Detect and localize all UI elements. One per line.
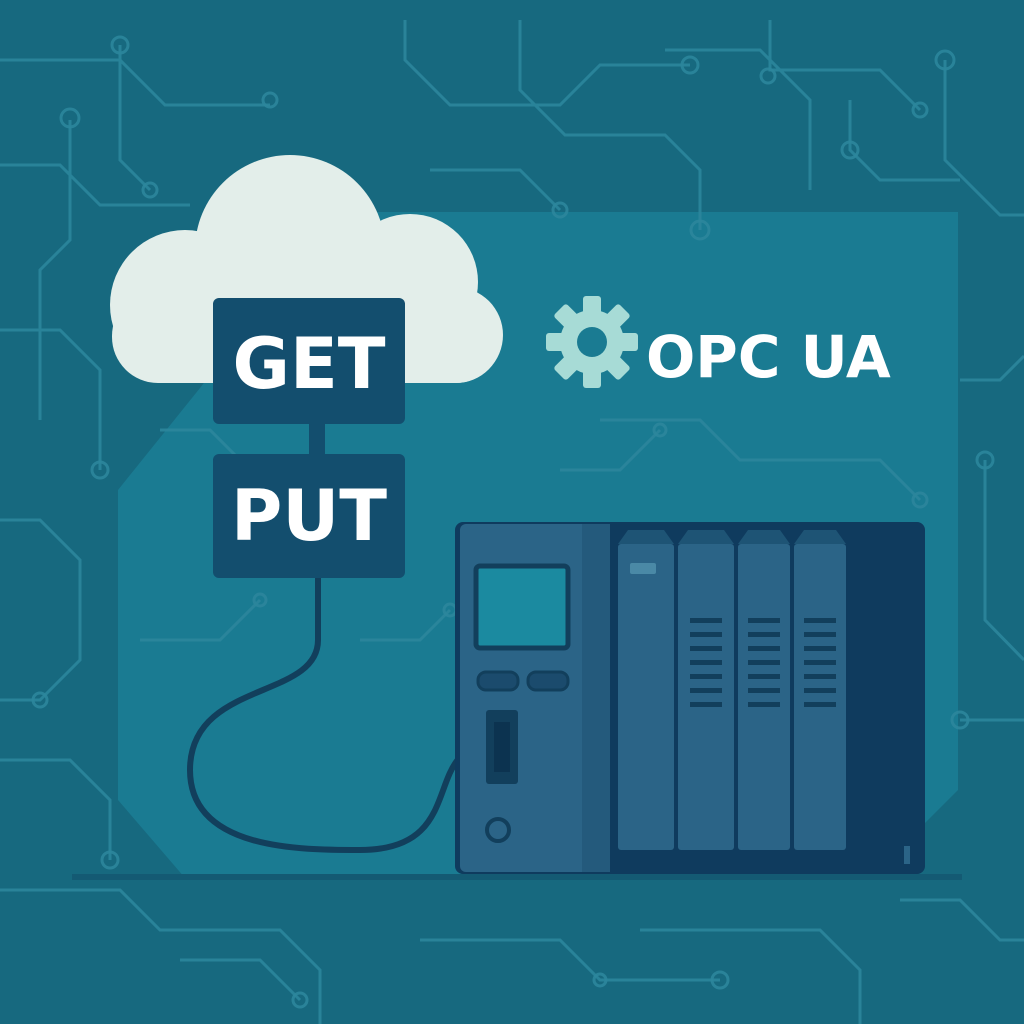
ground-line xyxy=(72,874,962,880)
plc-status-led xyxy=(485,817,511,843)
label-connector xyxy=(309,424,325,456)
plc-io-module xyxy=(678,544,734,850)
get-label-box xyxy=(213,298,405,424)
plc-vent-slots xyxy=(690,618,836,707)
plc-end-cap xyxy=(850,544,920,868)
opc-ua-title: OPC UA xyxy=(646,323,891,391)
plc-button-right xyxy=(526,670,570,692)
get-label: GET xyxy=(232,323,385,405)
plc-io-module xyxy=(794,544,846,850)
plc-io-module xyxy=(618,544,674,850)
plc-device xyxy=(455,522,925,874)
network-cable xyxy=(186,575,493,854)
circuit-nodes xyxy=(31,35,995,1009)
gear-icon xyxy=(546,296,638,388)
put-label: PUT xyxy=(231,475,387,557)
plc-display-screen xyxy=(473,563,571,651)
plc-io-module xyxy=(738,544,790,850)
put-label-box xyxy=(213,454,405,578)
plc-button-left xyxy=(476,670,520,692)
